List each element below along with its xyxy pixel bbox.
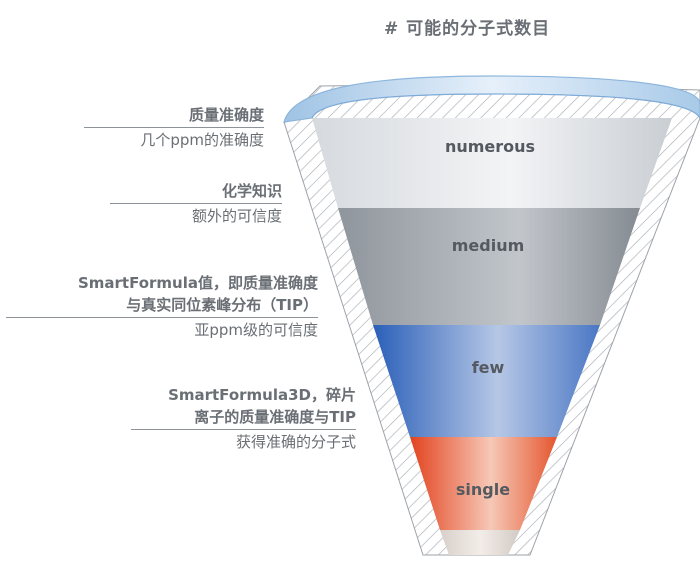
annotation-smartformula3d: SmartFormula3D，碎片 离子的质量准确度与TIP 获得准确的分子式 (131, 384, 356, 452)
level-label-medium: medium (452, 236, 525, 255)
annotation-subtitle: 额外的可信度 (191, 207, 282, 225)
level-numerous-region (312, 118, 672, 208)
annotation-title-line-2: 离子的质量准确度与TIP (194, 408, 356, 426)
annotation-title-line-1: SmartFormula3D，碎片 (168, 386, 356, 404)
annotation-smartformula: SmartFormula值，即质量准确度 与真实同位素峰分布（TIP） 亚ppm… (6, 272, 318, 340)
annotation-rule (6, 317, 318, 318)
funnel-rim-inner (311, 93, 700, 119)
annotation-title: 化学知识 (221, 182, 282, 200)
annotation-title-line-1: SmartFormula值，即质量准确度 (77, 274, 318, 292)
annotation-title: 质量准确度 (188, 106, 264, 124)
annotation-mass-accuracy: 质量准确度 几个ppm的准确度 (84, 104, 264, 150)
level-medium-region (338, 208, 640, 325)
annotation-chemical-knowledge: 化学知识 额外的可信度 (110, 180, 282, 226)
level-label-single: single (456, 480, 510, 499)
annotation-subtitle: 几个ppm的准确度 (140, 131, 264, 149)
annotation-title-line-2: 与真实同位素峰分布（TIP） (126, 296, 318, 314)
annotation-subtitle: 获得准确的分子式 (235, 433, 356, 451)
funnel-tip (440, 530, 520, 555)
diagram-title: # 可能的分子式数目 (384, 19, 551, 39)
annotation-rule (84, 127, 264, 128)
annotation-rule (110, 203, 282, 204)
level-label-few: few (472, 358, 505, 377)
level-single-region (410, 437, 557, 530)
level-few-region (373, 325, 600, 437)
annotation-rule (131, 429, 356, 430)
annotation-subtitle: 亚ppm级的可信度 (194, 321, 318, 339)
level-label-numerous: numerous (445, 137, 535, 156)
